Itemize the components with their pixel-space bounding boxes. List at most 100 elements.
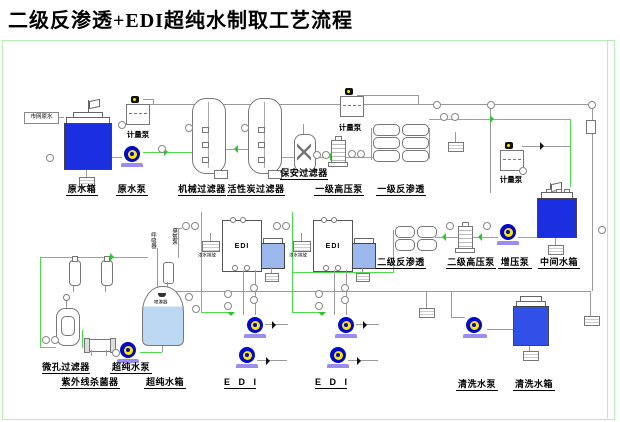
- pipe: [371, 128, 372, 160]
- drain-box: [448, 142, 464, 152]
- edi-drain-box: [202, 241, 220, 252]
- pipe: [157, 291, 590, 292]
- pipe: [592, 105, 593, 291]
- edi-transfer-pump: [330, 347, 346, 363]
- cartridge-filter: [101, 260, 113, 286]
- flow-arrow-icon: [227, 312, 235, 316]
- pipe: [418, 95, 419, 105]
- stage1-hp-pump: [331, 140, 346, 164]
- drain-box: [584, 316, 600, 326]
- instrument-gauge-icon: [241, 124, 249, 132]
- instrument-gauge-icon: [446, 222, 454, 230]
- intermediate-tank: [537, 198, 577, 238]
- edi-unit-label: EDI: [325, 242, 341, 250]
- ozone-pump-label: 臭氧泵: [171, 228, 177, 245]
- flag-pole: [550, 183, 551, 193]
- instrument-gauge-icon: [357, 150, 365, 158]
- instrument-gauge-icon: [598, 226, 606, 234]
- flow-arrow-icon: [478, 233, 482, 241]
- edi-drain-label: 浓水排放: [198, 252, 217, 259]
- pipe: [455, 132, 456, 142]
- pipe: [153, 99, 154, 105]
- instrument-gauge-icon: [315, 290, 323, 298]
- pump-base: [117, 359, 139, 363]
- pipe: [490, 105, 491, 193]
- flow-arrow-icon: [442, 233, 446, 241]
- flow-pipe: [435, 237, 458, 238]
- vessel-port: [258, 142, 265, 148]
- flow-pipe: [282, 157, 296, 158]
- ultrapure-pump-label: 超纯水泵: [110, 362, 152, 374]
- drain-box: [265, 273, 279, 282]
- flow-arrow-icon: [164, 148, 168, 156]
- instrument-gauge-icon: [158, 145, 166, 153]
- vessel-port: [258, 127, 265, 133]
- edi-port: [244, 265, 250, 271]
- flow-pipe: [393, 250, 394, 272]
- edi-section-label: E D I: [224, 377, 260, 389]
- edi-section-label: E D I: [315, 377, 351, 389]
- pump-base: [455, 248, 475, 253]
- instrument-gauge-icon: [42, 336, 50, 344]
- instrument-gauge-icon: [341, 296, 349, 304]
- metering-pump-head-icon: [131, 96, 139, 103]
- pipe: [167, 282, 168, 287]
- instrument-gauge-icon: [440, 113, 448, 121]
- pump-base: [463, 334, 487, 338]
- instrument-gauge-icon: [451, 113, 459, 121]
- pipe: [451, 317, 465, 318]
- pipe: [451, 291, 452, 318]
- instrument-gauge-icon: [282, 222, 290, 230]
- pump-base: [327, 364, 349, 368]
- edi-circulation-pump: [338, 317, 354, 333]
- pipe: [362, 267, 363, 273]
- raw-water-tank-label: 原水箱: [66, 184, 98, 196]
- flow-arrow-icon: [318, 312, 326, 316]
- instrument-gauge-icon: [588, 101, 596, 109]
- cleaning-pump: [466, 317, 482, 333]
- pipe: [255, 270, 256, 315]
- pipe: [91, 350, 92, 356]
- metering-pump-label: 计量泵: [338, 123, 362, 132]
- stage1-hp-pump-label: 一级高压泵: [314, 184, 364, 196]
- edi-circulation-pump: [247, 317, 263, 333]
- instrument-gauge-icon: [182, 222, 190, 230]
- pipe: [590, 291, 591, 316]
- metering-pump-head-icon: [345, 88, 353, 95]
- flag-pole: [88, 100, 89, 119]
- ro2-label: 二级反渗透: [376, 257, 426, 269]
- flow-pipe: [143, 152, 196, 153]
- instrument-gauge-icon: [341, 284, 349, 292]
- pipe: [143, 99, 153, 100]
- raw-water-pump: [124, 146, 140, 162]
- instrument-gauge-icon: [483, 222, 491, 230]
- inlet-source-label: 市网原水: [24, 112, 59, 124]
- instrument-gauge-icon: [315, 302, 323, 310]
- flow-arrow-icon: [540, 142, 544, 150]
- pipe: [357, 95, 419, 96]
- flow-arrow-icon: [272, 321, 276, 329]
- pump-base: [121, 163, 143, 167]
- instrument-gauge-icon: [273, 222, 281, 230]
- diagram-frame-inner-line: [607, 40, 608, 418]
- drain-box: [523, 351, 539, 361]
- breather-filter: [163, 262, 174, 284]
- instrument-gauge-icon: [487, 101, 495, 109]
- flow-arrow-icon: [234, 145, 238, 153]
- instrument-gauge-icon: [118, 121, 126, 129]
- mechanical-filter-label: 机械过滤器: [178, 184, 226, 196]
- pipe: [346, 270, 347, 315]
- flow-arrow-icon: [357, 357, 361, 365]
- pipe: [426, 291, 427, 308]
- instrument-gauge-icon: [112, 349, 120, 357]
- flow-pipe: [429, 128, 430, 159]
- flow-pipe: [140, 352, 162, 353]
- instrument-gauge-icon: [191, 222, 199, 230]
- intermediate-tank-label: 中间水箱: [538, 257, 580, 269]
- flow-pipe: [473, 237, 498, 238]
- metering-pump-label: 计量泵: [499, 175, 523, 184]
- instrument-gauge-icon: [192, 305, 200, 313]
- breather-label: 呼吸器: [150, 232, 156, 249]
- flow-arrow-icon: [363, 321, 367, 329]
